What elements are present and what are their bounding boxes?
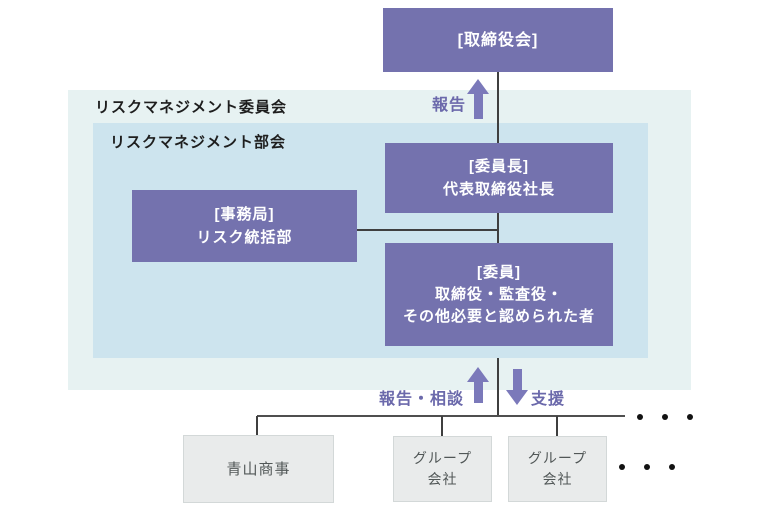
members-node: [委員] 取締役・監査役・ その他必要と認められた者 (385, 243, 613, 346)
connector-drop-group-company-1 (441, 416, 443, 436)
group-company-1-node: グループ 会社 (393, 436, 492, 502)
board-of-directors-node: [取締役会] (383, 8, 613, 72)
ellipsis-icon (637, 414, 693, 420)
report-consult-arrow-label: 報告・相談 (378, 391, 464, 408)
connector-subcommittee-to-companies (497, 358, 499, 416)
down-arrow-icon (506, 369, 528, 405)
up-arrow-icon (467, 79, 489, 119)
group-company-2-node: グループ 会社 (508, 436, 607, 502)
connector-secretariat-to-center (357, 229, 498, 231)
up-arrow-icon (467, 367, 489, 403)
subcommittee-label: リスクマネジメント部会 (110, 134, 287, 151)
connector-chairman-to-members (497, 213, 499, 243)
committee-label: リスクマネジメント委員会 (95, 99, 288, 116)
ellipsis-icon (619, 464, 675, 470)
connector-board-to-chairman (497, 72, 499, 143)
chairman-node: [委員長] 代表取締役社長 (385, 143, 613, 213)
parent-company-node: 青山商事 (183, 435, 334, 503)
secretariat-node: [事務局] リスク統括部 (132, 190, 357, 262)
support-arrow-label: 支援 (531, 391, 566, 408)
connector-drop-parent-company (256, 416, 258, 435)
report-arrow-label: 報告 (431, 97, 466, 114)
connector-drop-group-company-2 (556, 416, 558, 436)
